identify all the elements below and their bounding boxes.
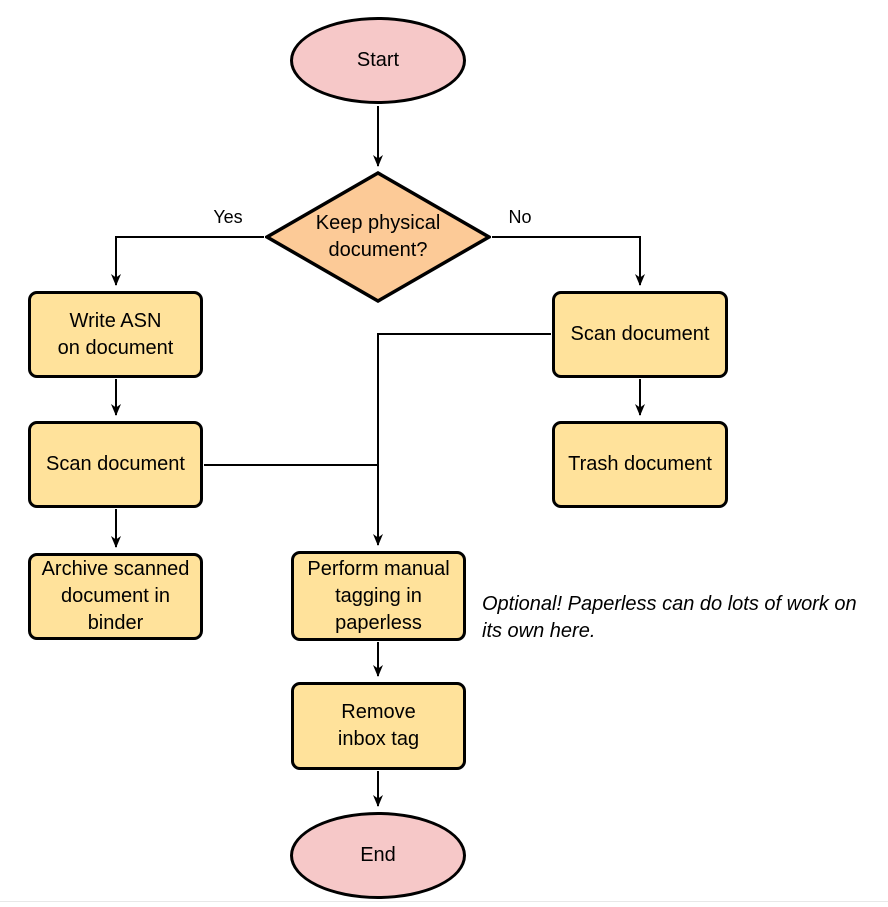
node-start: Start	[290, 17, 466, 104]
edge-scan-right-tagging	[373, 333, 551, 546]
edge-decision-scan-right	[492, 236, 645, 286]
annotation-note: Optional! Paperless can do lots of work …	[482, 593, 857, 642]
node-archive-document-label: Archive scanned document in binder	[41, 558, 190, 634]
node-remove-inbox-tag-label: Remove inbox tag	[337, 701, 420, 750]
node-remove-inbox-tag: Remove inbox tag	[291, 682, 466, 770]
node-scan-document-right: Scan document	[552, 291, 728, 378]
node-scan-document-left: Scan document	[28, 421, 203, 508]
node-trash-document: Trash document	[552, 421, 728, 508]
node-start-label: Start	[356, 49, 400, 71]
node-end: End	[290, 812, 466, 899]
node-end-label: End	[360, 844, 396, 866]
node-manual-tagging: Perform manual tagging in paperless	[291, 551, 466, 641]
node-manual-tagging-label: Perform manual tagging in paperless	[307, 557, 450, 634]
edge-label-no: No	[508, 207, 532, 227]
node-decision-label: Keep physical document?	[315, 212, 441, 261]
node-decision: Keep physical document?	[265, 171, 491, 303]
node-scan-document-right-label: Scan document	[570, 323, 710, 345]
node-archive-document: Archive scanned document in binder	[28, 553, 203, 640]
node-write-asn-label: Write ASN on document	[57, 309, 174, 359]
edge-decision-write-asn	[111, 236, 264, 286]
node-scan-document-left-label: Scan document	[46, 453, 185, 475]
node-trash-document-label: Trash document	[568, 453, 712, 475]
diamond-shape	[265, 171, 491, 303]
bottom-divider	[0, 901, 888, 902]
edge-label-yes: Yes	[213, 207, 243, 227]
node-write-asn: Write ASN on document	[28, 291, 203, 378]
